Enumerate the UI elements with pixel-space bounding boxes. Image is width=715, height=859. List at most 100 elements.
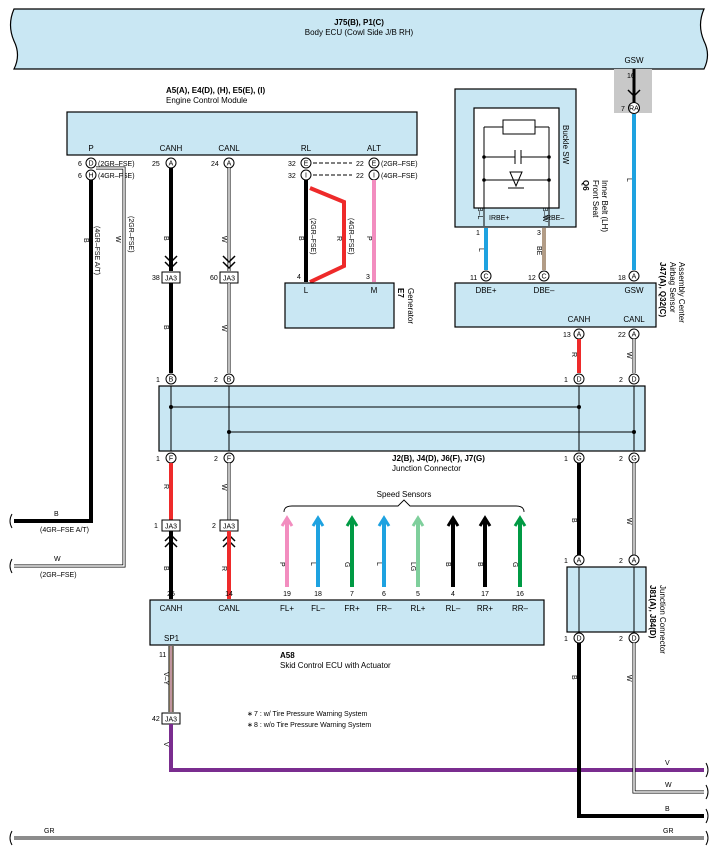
wire-v-purple — [169, 724, 704, 772]
skid-term-5: FR+ — [344, 604, 360, 613]
ecm-pin-p1-code: D — [88, 161, 93, 168]
ecm-pin-alt2: 22 — [356, 173, 364, 180]
j1-top-pin-3-circle — [573, 373, 585, 385]
wire-label-skid-canl-r: R — [220, 566, 227, 571]
j2-top-pin-1: 1 — [564, 558, 568, 565]
j1-code: J2(B), J4(D), J6(F), J7(G) — [392, 454, 485, 463]
wire-rl-red — [309, 186, 346, 284]
ra-pin: 7 — [621, 106, 625, 113]
gen-code: E7 — [396, 288, 405, 298]
wire-right-w-inner — [633, 643, 704, 793]
skid-terminals: 25CANH14CANL19FL+18FL–7FR+6FR–5RL+4RL–17… — [160, 591, 529, 613]
skid-term-6: FR– — [376, 604, 392, 613]
ecm-pin-p2-note: (4GR–FSE) — [98, 173, 135, 180]
airbag-pin-dbem-code: C — [541, 274, 546, 281]
j1-name: Junction Connector — [392, 464, 461, 473]
skid-pin-7: 5 — [416, 591, 420, 598]
ecm-pin-canh: 25 — [152, 161, 160, 168]
gen-pin-m: 3 — [366, 274, 370, 281]
ecm-pin-alt2-code: I — [373, 173, 375, 180]
wire-label-skid-canl-w: W — [220, 484, 227, 491]
airbag-term-dbep: DBE+ — [475, 286, 496, 295]
j1-top-pin-2: 2 — [214, 377, 218, 384]
canl-chevron-icon — [222, 255, 236, 270]
airbag-pin-gsw-code: A — [632, 274, 637, 281]
ecm-pin-canh-code: A — [169, 161, 174, 168]
ja3-pin-60: 60 — [210, 275, 218, 282]
skid-term-sp1: SP1 — [164, 634, 180, 643]
ecm-pin-rl1: 32 — [288, 161, 296, 168]
skid-pin-5: 7 — [350, 591, 354, 598]
j1-top-pin-1-circle — [165, 373, 177, 385]
buckle-name1: Front Seat — [591, 180, 600, 218]
ecm-pin-p1: 6 — [78, 161, 82, 168]
generator-block: 4 3 L M E7 Generator — [284, 274, 415, 329]
body-ecu-gsw-term: GSW — [624, 56, 644, 65]
ecm-pin-alt1-note: (2GR–FSE) — [381, 161, 418, 168]
speed-sensor-label-2: L — [309, 562, 316, 566]
j2-bot-pin-1: 1 — [564, 636, 568, 643]
airbag-name2: Assembly Center — [677, 262, 686, 323]
wire-label-rl-b: B — [297, 236, 304, 241]
diode-icon — [484, 171, 549, 189]
skid-pin-4: 18 — [314, 591, 322, 598]
skid-term-9: RR+ — [477, 604, 494, 613]
airbag-term-gsw: GSW — [624, 286, 644, 295]
gen-term-l: L — [304, 286, 309, 295]
wire-label-sp1-vy: V–Y — [162, 672, 169, 686]
ecm-pin-rl1-circle — [300, 157, 312, 169]
wire-label-v-left: V — [162, 742, 169, 747]
speed-sensor-arrow-icon-7 — [478, 515, 492, 527]
buckle-term-minus: IRBE– — [544, 215, 564, 222]
wire-label-j1-canh-b: B — [570, 518, 577, 523]
ecm-name: Engine Control Module — [166, 96, 248, 105]
j1-top-pin-4-circle — [628, 373, 640, 385]
ja3-code-1: JA3 — [165, 524, 177, 531]
wire-label-p-w: W — [114, 236, 121, 243]
skid-pin-3: 19 — [283, 591, 291, 598]
airbag-pin-dbep-code: C — [483, 274, 488, 281]
speed-sensor-arrow-icon-8 — [513, 515, 527, 527]
capacitor-icon — [484, 150, 549, 164]
ja3-code-38: JA3 — [165, 276, 177, 283]
note-mark-8: ∗ — [247, 722, 253, 729]
left-break-gr-icon — [9, 830, 13, 846]
wire-label-right-b-h: B — [665, 806, 670, 813]
j2-top-pin-2-circle — [628, 554, 640, 566]
ecm-term-p: P — [88, 144, 93, 153]
gen-term-m: M — [371, 286, 378, 295]
j2-top-pin-1-circle — [573, 554, 585, 566]
wire-label-gr-left: GR — [44, 828, 55, 835]
ra-pin-circle — [628, 102, 640, 114]
gen-name: Generator — [406, 288, 415, 324]
speed-sensor-arrow-icon-2 — [311, 515, 325, 527]
body-ecu-block: J75(B), P1(C) Body ECU (Cowl Side J/B RH… — [9, 8, 709, 70]
j2-top-pin-2: 2 — [619, 558, 623, 565]
ecm-pin-p2: 6 — [78, 173, 82, 180]
skid-term-8: RL– — [446, 604, 461, 613]
speed-sensors-title: Speed Sensors — [377, 490, 432, 499]
airbag-pin-canh: 13 — [563, 332, 571, 339]
note-8: 8 : w/o Tire Pressure Warning System — [254, 722, 371, 729]
airbag-name1: Airbag Sensor — [668, 262, 677, 313]
gen-note-4gr: (4GR–FSE) — [347, 218, 354, 255]
airbag-code: J47(A), Q32(C) — [658, 262, 667, 317]
airbag-pin-canl-code: A — [632, 332, 637, 339]
ra-code: RA — [629, 106, 639, 113]
airbag-pin-canl: 22 — [618, 332, 626, 339]
wire-label-right-b-v: B — [570, 675, 577, 680]
airbag-pin-dbep-circle — [480, 270, 492, 282]
wire-label-gr-right: GR — [663, 828, 674, 835]
airbag-pin-canh-code: A — [577, 332, 582, 339]
airbag-term-canh: CANH — [568, 315, 591, 324]
wire-label-airbag-w: W — [625, 352, 632, 359]
j1-bot-pin-1-code: F — [169, 456, 173, 463]
skid-name: Skid Control ECU with Actuator — [280, 661, 391, 670]
wire-label-right-w-v: W — [625, 675, 632, 682]
skid-term-3: FL+ — [280, 604, 294, 613]
airbag-pin-dbem-circle — [538, 270, 550, 282]
speed-sensor-arrow-icon-5 — [411, 515, 425, 527]
buckle-wire-bw: B–W — [541, 207, 548, 223]
speed-sensor-arrow-icon-3 — [345, 515, 359, 527]
ecm-pin-p1-circle — [85, 157, 97, 169]
